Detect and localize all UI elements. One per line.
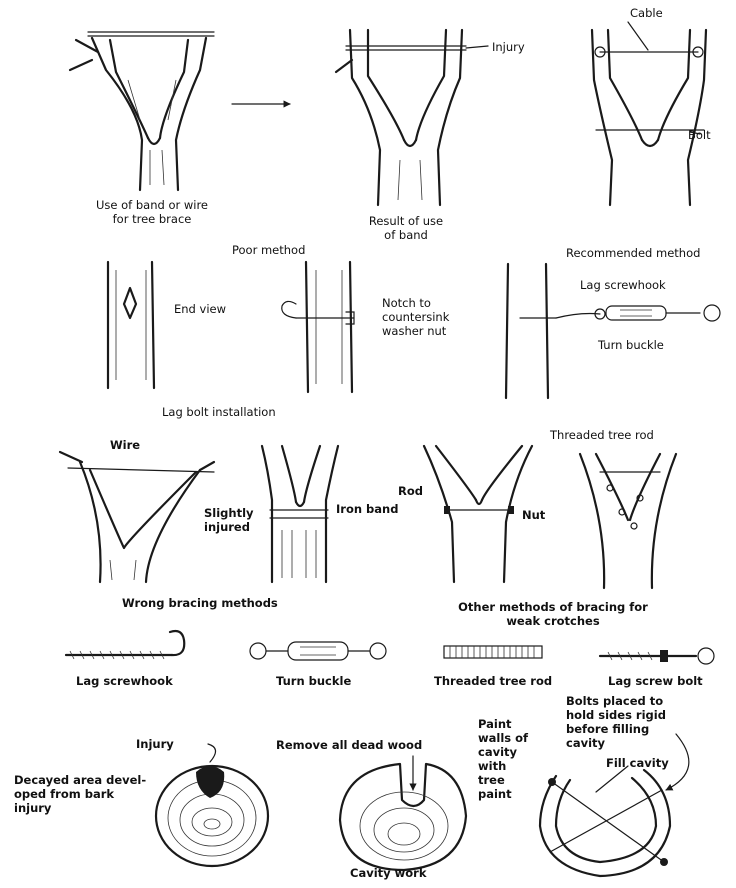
- caption-other-methods: Other methods of bracing for weak crotch…: [448, 600, 658, 628]
- label-bolt: Bolt: [688, 128, 711, 142]
- label-hw-turn-buckle: Turn buckle: [276, 674, 351, 688]
- hardware-threaded-rod: [444, 646, 542, 658]
- label-threaded-tree-rod: Threaded tree rod: [550, 428, 654, 442]
- title-recommended-method: Recommended method: [566, 246, 700, 260]
- tree-cable-bolt: [592, 22, 706, 205]
- tree-threaded-rod: [580, 454, 676, 588]
- label-hw-lag-screwhook: Lag screwhook: [76, 674, 173, 688]
- trunk-end-view: [108, 262, 154, 388]
- tree-band-use: [70, 32, 214, 190]
- caption-band-result: Result of use of band: [346, 214, 466, 242]
- label-hw-lag-screw-bolt: Lag screw bolt: [608, 674, 703, 688]
- label-bolts-placed: Bolts placed to hold sides rigid before …: [566, 694, 666, 750]
- caption-band-use: Use of band or wire for tree brace: [72, 198, 232, 226]
- label-nut: Nut: [522, 508, 545, 522]
- hardware-lag-screw-bolt: [600, 648, 714, 664]
- label-slightly-injured: Slightly injured: [204, 506, 254, 534]
- label-turn-buckle-recommended: Turn buckle: [598, 338, 664, 352]
- label-wire: Wire: [110, 438, 140, 452]
- label-cable: Cable: [630, 6, 663, 20]
- label-iron-band: Iron band: [336, 502, 398, 516]
- label-remove-dead-wood: Remove all dead wood: [276, 738, 422, 752]
- tree-iron-band: [262, 446, 338, 582]
- label-lag-screwhook-recommended: Lag screwhook: [580, 278, 666, 292]
- label-paint-walls: Paint walls of cavity with tree paint: [478, 717, 528, 801]
- caption-lag-bolt-installation: Lag bolt installation: [162, 405, 276, 419]
- label-notch: Notch to countersink washer nut: [382, 296, 449, 338]
- label-rod: Rod: [398, 484, 423, 498]
- trunk-notch: [282, 262, 354, 392]
- tree-band-result: [336, 30, 488, 205]
- label-decayed-area: Decayed area devel- oped from bark injur…: [14, 773, 146, 815]
- tree-rod: [424, 446, 532, 582]
- tree-wire: [60, 452, 214, 582]
- label-hw-threaded-tree-rod: Threaded tree rod: [434, 674, 552, 688]
- caption-wrong-bracing: Wrong bracing methods: [122, 596, 278, 610]
- label-fill-cavity: Fill cavity: [606, 756, 669, 770]
- title-poor-method: Poor method: [232, 243, 305, 257]
- label-injury-cavity: Injury: [136, 737, 174, 751]
- label-injury-band: Injury: [492, 40, 525, 54]
- caption-cavity-work: Cavity work: [350, 866, 426, 880]
- label-end-view: End view: [174, 302, 226, 316]
- hardware-turn-buckle: [250, 642, 386, 660]
- cavity-remove-dead-wood: [340, 756, 466, 870]
- hardware-lag-screwhook: [66, 631, 184, 659]
- cavity-decayed-stump: [156, 744, 268, 866]
